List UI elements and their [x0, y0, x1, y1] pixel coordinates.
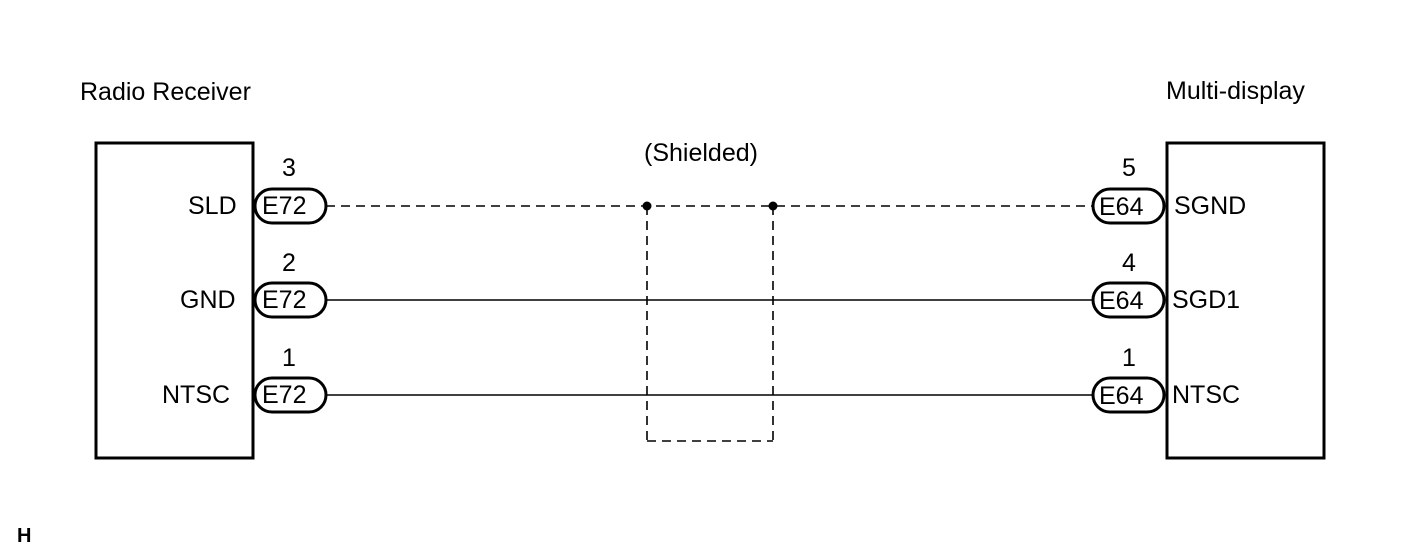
pin-number-left: 2 [282, 249, 296, 277]
connector-pill [253, 187, 328, 225]
connector-pill [1091, 281, 1166, 319]
connector-code-left: E72 [262, 381, 307, 409]
connector-code-right: E64 [1099, 287, 1144, 315]
pin-number-right: 1 [1122, 344, 1136, 372]
terminal-label-right: SGND [1174, 192, 1247, 220]
shield-outline [646, 206, 774, 442]
connector-pill [253, 376, 328, 414]
connector-code-right: E64 [1099, 193, 1144, 221]
pin-number-left: 3 [282, 154, 296, 182]
terminal-label-left: NTSC [162, 381, 231, 409]
terminal-label-right: NTSC [1172, 381, 1241, 409]
terminal-label-left: SLD [188, 192, 237, 220]
terminal-label-left: GND [180, 286, 236, 314]
corner-mark: H [17, 525, 32, 547]
multi-display-box [1165, 141, 1326, 460]
terminal-label-right: SGD1 [1172, 286, 1241, 314]
pin-number-right: 5 [1122, 154, 1136, 182]
pin-number-left: 1 [282, 344, 296, 372]
connector-code-left: E72 [262, 192, 307, 220]
connector-code-right: E64 [1099, 382, 1144, 410]
connector-code-left: E72 [262, 286, 307, 314]
shield-junction-dot [768, 201, 778, 211]
shield-label: (Shielded) [644, 139, 758, 167]
shield-junction-dot [642, 201, 652, 211]
radio-receiver-title: Radio Receiver [80, 78, 251, 106]
connector-pill [253, 281, 328, 319]
radio-receiver-box [94, 141, 255, 460]
connector-pill [1091, 187, 1166, 225]
multi-display-title: Multi-display [1166, 77, 1305, 105]
connector-pill [1091, 376, 1166, 414]
pin-number-right: 4 [1122, 249, 1136, 277]
